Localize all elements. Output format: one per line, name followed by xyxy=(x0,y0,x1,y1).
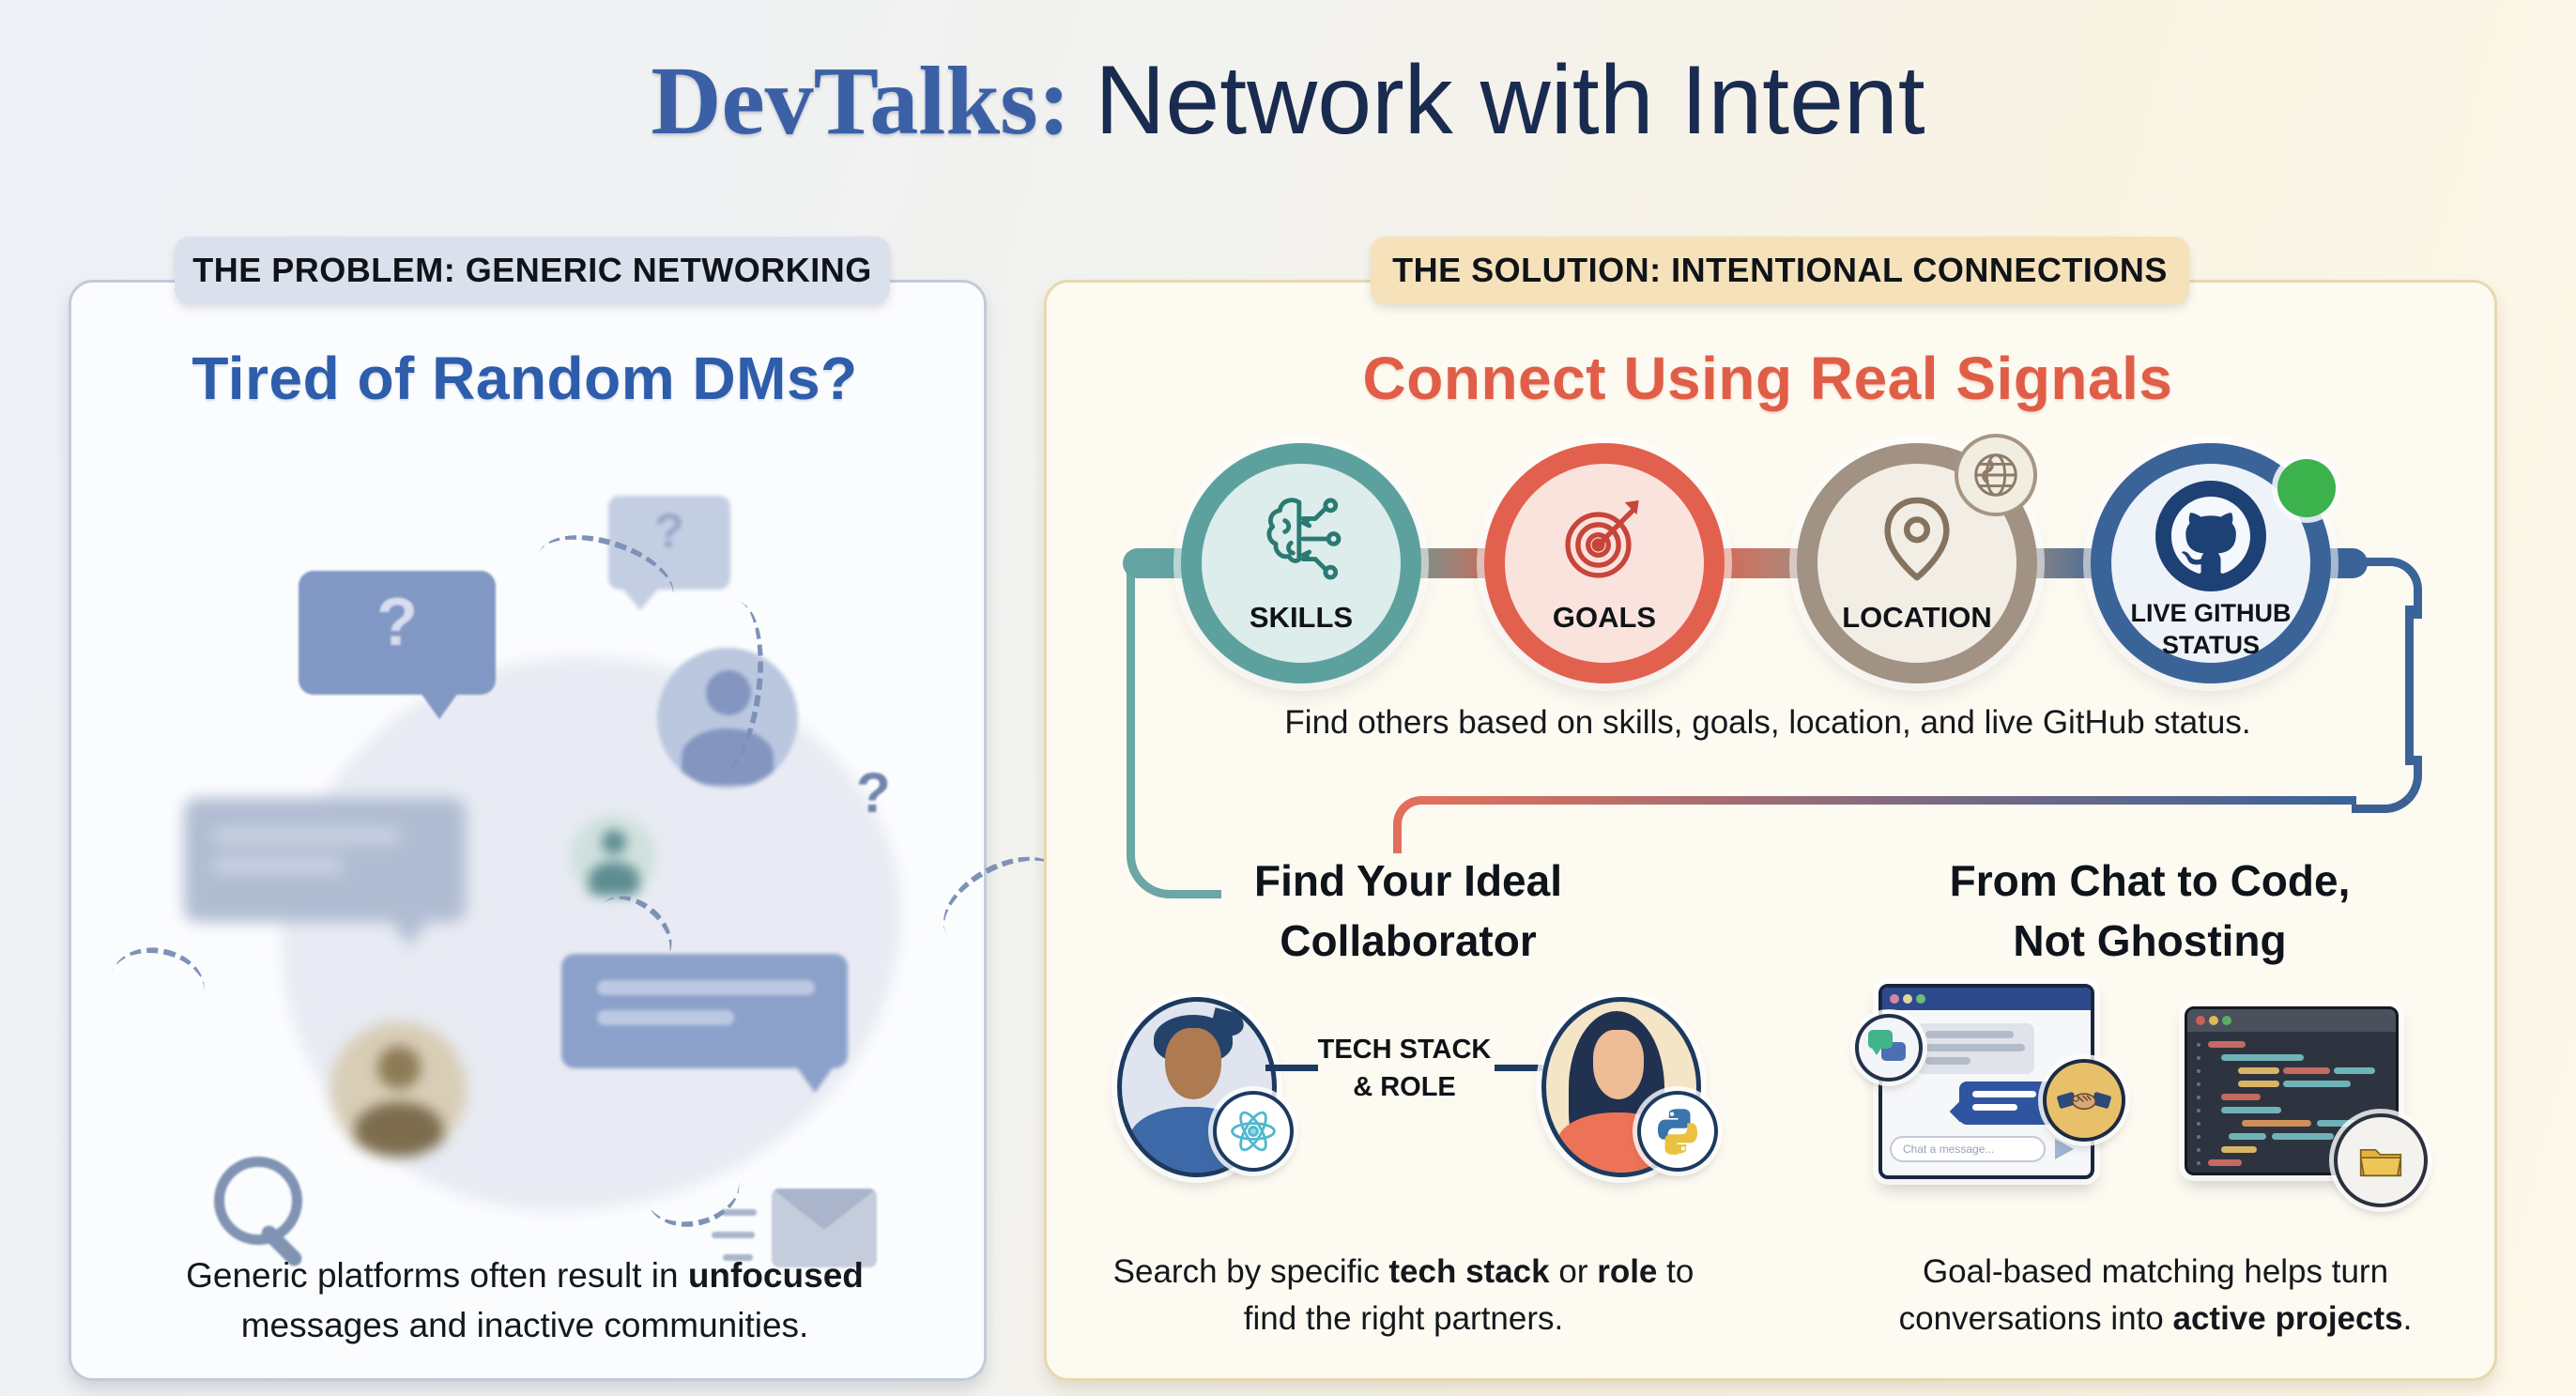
signal-label: GOALS xyxy=(1552,601,1657,634)
chat-bubble-blurred xyxy=(184,798,466,946)
github-icon xyxy=(2155,481,2266,591)
chat-bubble-blue xyxy=(561,954,848,1093)
window-dot-close xyxy=(1890,994,1899,1004)
chat-message-input[interactable]: Chat a message... xyxy=(1890,1136,2046,1162)
python-logo-icon xyxy=(1637,1091,1718,1172)
chat-titlebar xyxy=(1882,988,2091,1010)
coral-connector-elbow xyxy=(1393,796,1441,853)
globe-icon xyxy=(1955,434,2037,516)
tech-stack-label: TECH STACK xyxy=(1317,1035,1492,1065)
avatar-face xyxy=(1593,1030,1644,1099)
blue-connector-line xyxy=(2405,606,2414,765)
signal-label: LIVE GITHUB STATUS xyxy=(2130,599,2292,659)
bubble-tail xyxy=(621,588,659,610)
map-pin-icon xyxy=(1866,488,1968,594)
code-titlebar xyxy=(2187,1009,2396,1032)
gradient-connector-line xyxy=(1427,796,2356,805)
collaborator-caption: Search by specific tech stack or role to… xyxy=(1112,1253,1694,1337)
window-dot-maximize xyxy=(2222,1016,2231,1025)
send-icon[interactable] xyxy=(2055,1139,2074,1159)
speed-line xyxy=(723,1254,753,1261)
avatar-face xyxy=(1165,1028,1221,1099)
online-status-dot xyxy=(2277,459,2336,517)
problem-badge: THE PROBLEM: GENERIC NETWORKING xyxy=(175,237,890,304)
chat-bubbles-icon xyxy=(1855,1014,1923,1082)
signal-label: LOCATION xyxy=(1842,601,1992,634)
problem-caption: Generic platforms often result in unfocu… xyxy=(186,1256,864,1344)
blue-connector-elbow xyxy=(2370,558,2422,619)
received-message-bubble xyxy=(1916,1023,2034,1074)
user-avatar-icon xyxy=(657,648,798,789)
speed-line xyxy=(712,1232,755,1238)
solution-card xyxy=(1044,280,2497,1381)
connector-segment xyxy=(1265,1065,1318,1071)
problem-heading: Tired of Random DMs? xyxy=(192,345,858,412)
signal-circle-skills: SKILLS xyxy=(1181,443,1421,683)
window-dot-maximize xyxy=(1916,994,1925,1004)
question-bubble-large: ? xyxy=(299,571,496,719)
question-mark: ? xyxy=(376,585,418,660)
connector-segment xyxy=(1495,1065,1547,1071)
user-avatar-icon xyxy=(571,815,655,899)
handshake-icon xyxy=(2043,1059,2125,1142)
user-avatar-icon xyxy=(330,1021,467,1158)
page-title: DevTalks:Network with Intent xyxy=(0,45,2576,157)
signals-caption: Find others based on skills, goals, loca… xyxy=(1284,704,2251,741)
title-tagline: Network with Intent xyxy=(1095,46,1925,155)
brand-name: DevTalks: xyxy=(651,47,1071,155)
teal-connector-line xyxy=(1127,563,1221,898)
target-icon xyxy=(1554,488,1655,594)
code-editor-window xyxy=(2185,1006,2399,1175)
blue-connector-elbow xyxy=(2352,756,2422,813)
question-bubble-small: ? xyxy=(608,496,730,610)
male-developer-avatar xyxy=(1117,997,1277,1177)
bubble-tail xyxy=(421,693,458,719)
solution-heading: Connect Using Real Signals xyxy=(1362,345,2173,412)
brain-circuit-icon xyxy=(1250,488,1352,594)
window-dot-minimize xyxy=(2209,1016,2218,1025)
window-dot-minimize xyxy=(1903,994,1912,1004)
magnifier-icon xyxy=(214,1157,302,1245)
solution-badge: THE SOLUTION: INTENTIONAL CONNECTIONS xyxy=(1371,237,2189,304)
chat-to-code-heading: From Chat to Code, Not Ghosting xyxy=(1949,856,2351,965)
question-mark: ? xyxy=(654,504,684,559)
chat-to-code-caption: Goal-based matching helps turn conversat… xyxy=(1898,1253,2413,1337)
folder-icon xyxy=(2334,1113,2428,1207)
collaborator-heading: Find Your Ideal Collaborator xyxy=(1254,856,1562,965)
window-dot-close xyxy=(2196,1016,2205,1025)
role-label: & ROLE xyxy=(1353,1072,1456,1102)
envelope-icon xyxy=(772,1189,877,1267)
question-mark: ? xyxy=(856,761,891,824)
signal-circle-goals: GOALS xyxy=(1484,443,1725,683)
signal-label: SKILLS xyxy=(1249,601,1354,634)
react-logo-icon xyxy=(1213,1091,1294,1172)
sent-message-bubble xyxy=(1949,1082,2055,1125)
speed-line xyxy=(721,1209,757,1216)
